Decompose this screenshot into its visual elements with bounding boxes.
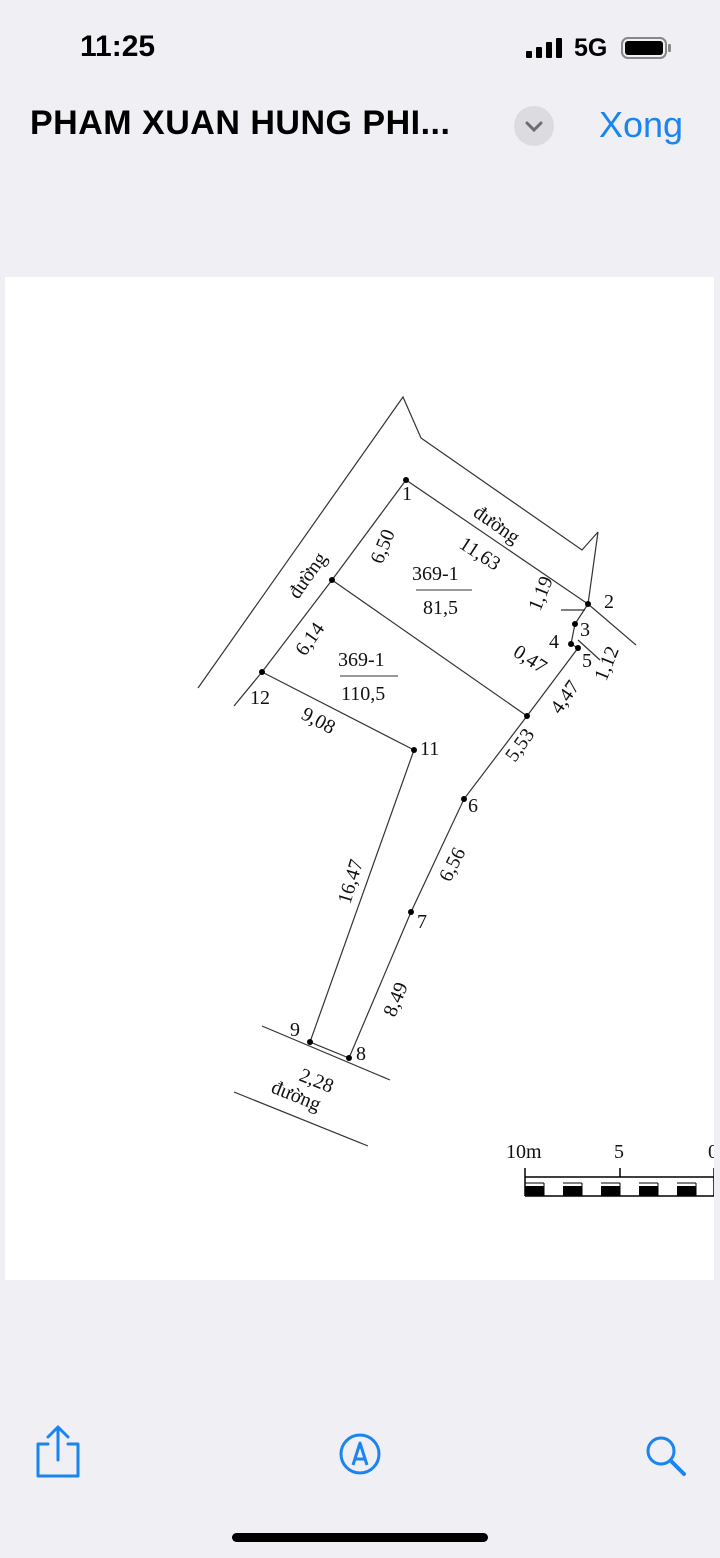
- point-label: 1: [402, 483, 412, 505]
- document-title: PHAM XUAN HUNG PHI...: [30, 104, 451, 142]
- share-icon: [36, 1425, 80, 1478]
- parcel-id: 369-1: [412, 563, 459, 585]
- road-edge-right: [587, 531, 637, 646]
- length-label: 16,47: [334, 857, 368, 906]
- parcel-boundary: [233, 479, 589, 1059]
- battery-icon: [621, 37, 671, 59]
- scale-bar: [524, 1168, 714, 1197]
- markup-button[interactable]: [338, 1432, 382, 1481]
- scale-label-right: 0: [708, 1141, 714, 1163]
- parcel-area: 81,5: [423, 597, 458, 619]
- home-indicator[interactable]: [232, 1533, 488, 1542]
- cadastral-plan: 1 2 3 4 5 6 7 8 9 11 12 369-1 81,5 369-1…: [197, 395, 714, 1197]
- parcel-id: 369-1: [338, 649, 385, 671]
- parcel-area: 110,5: [341, 683, 385, 705]
- clock: 11:25: [80, 30, 156, 63]
- road-edge-bottom: [261, 1025, 391, 1081]
- point-label: 5: [582, 650, 592, 672]
- point-label: 2: [604, 591, 614, 613]
- point-label: 12: [250, 687, 270, 709]
- point-label: 4: [549, 631, 559, 653]
- length-label: 11,63: [455, 533, 504, 576]
- length-label: 6,14: [291, 619, 329, 660]
- network-type: 5G: [574, 34, 608, 62]
- road-edge-outer: [197, 395, 599, 689]
- point-label: 3: [580, 619, 590, 641]
- length-label: 6,50: [366, 526, 400, 567]
- search-icon: [646, 1436, 686, 1476]
- signal-icon: [526, 38, 562, 58]
- length-label: 1,12: [590, 643, 624, 684]
- point-label: 8: [356, 1043, 366, 1065]
- title-menu-button[interactable]: [514, 106, 554, 146]
- chevron-down-icon: [525, 121, 543, 133]
- point-label: 9: [290, 1019, 300, 1041]
- search-button[interactable]: [644, 1434, 688, 1483]
- length-label: 8,49: [379, 979, 413, 1020]
- scale-label-left: 10m: [506, 1141, 542, 1163]
- done-button[interactable]: Xong: [599, 104, 684, 145]
- document-page: 1 2 3 4 5 6 7 8 9 11 12 369-1 81,5 369-1…: [5, 277, 714, 1280]
- length-label: 0,47: [509, 641, 550, 679]
- point-label: 7: [417, 911, 427, 933]
- share-button[interactable]: [34, 1424, 82, 1485]
- point-label: 6: [468, 795, 478, 817]
- scale-label-mid: 5: [614, 1141, 624, 1163]
- markup-icon: [339, 1433, 381, 1475]
- parcel-divider: [331, 579, 528, 717]
- point-label: 11: [420, 738, 439, 760]
- status-bar: 11:25 5G: [0, 0, 720, 90]
- length-label: 5,53: [501, 725, 539, 766]
- road-edge-bottom-outer: [233, 1091, 369, 1147]
